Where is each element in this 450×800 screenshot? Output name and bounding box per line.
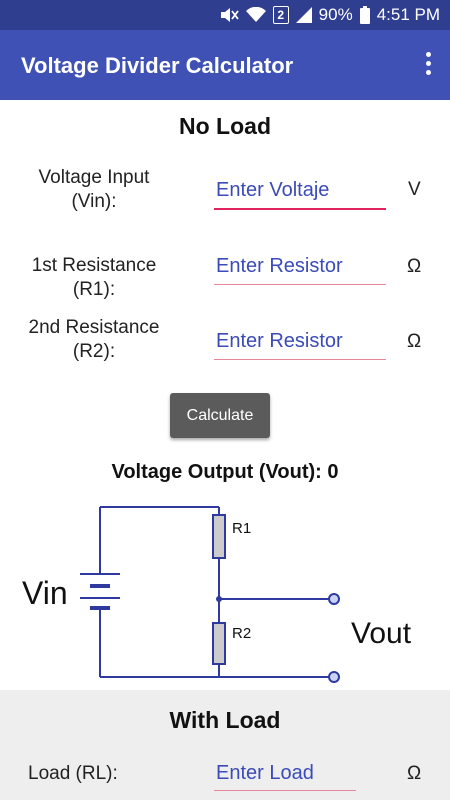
wifi-icon	[245, 7, 266, 22]
vin-diagram-label: Vin	[22, 575, 68, 611]
vin-unit: V	[408, 179, 421, 200]
r1-diagram-label: R1	[232, 520, 251, 537]
load-label: Load (RL):	[28, 763, 118, 784]
status-icons: 2 90% 4:51 PM	[219, 5, 440, 25]
no-load-title: No Load	[179, 113, 271, 139]
vin-label: Voltage Input (Vin):	[38, 167, 150, 212]
voltage-divider-diagram: R1 R2 Vin Vout	[22, 506, 412, 683]
app-bar: Voltage Divider Calculator	[0, 30, 450, 100]
vout-diagram-label: Vout	[351, 617, 412, 650]
calculate-button[interactable]: Calculate	[170, 393, 270, 438]
load-input[interactable]	[214, 760, 356, 791]
resistor-r2	[212, 622, 226, 665]
more-vert-icon[interactable]	[422, 52, 434, 78]
with-load-panel: With Load Load (RL): Ω	[0, 690, 450, 800]
resistor-r1	[212, 514, 226, 559]
r2-input[interactable]	[214, 327, 386, 360]
r1-unit: Ω	[407, 256, 422, 277]
r1-input[interactable]	[214, 252, 386, 285]
r1-label: 1st Resistance (R1):	[31, 255, 157, 300]
voltage-output: Voltage Output (Vout): 0	[111, 461, 339, 483]
status-bar: 2 90% 4:51 PM	[0, 0, 450, 30]
battery-icon	[359, 6, 370, 24]
mute-icon	[220, 8, 239, 22]
vin-input[interactable]	[214, 176, 386, 210]
with-load-title: With Load	[169, 707, 281, 733]
r2-unit: Ω	[407, 331, 422, 352]
junction-dot	[216, 596, 222, 602]
r2-diagram-label: R2	[232, 625, 251, 642]
terminal-ground	[328, 671, 340, 683]
clock: 4:51 PM	[376, 5, 440, 24]
load-unit: Ω	[407, 763, 422, 784]
r2-label: 2nd Resistance (R2):	[28, 317, 160, 362]
app-title: Voltage Divider Calculator	[21, 53, 294, 78]
battery-percent: 90%	[318, 5, 353, 24]
terminal-vout	[328, 593, 340, 605]
signal-icon	[295, 7, 312, 23]
sim-icon: 2	[272, 6, 289, 24]
